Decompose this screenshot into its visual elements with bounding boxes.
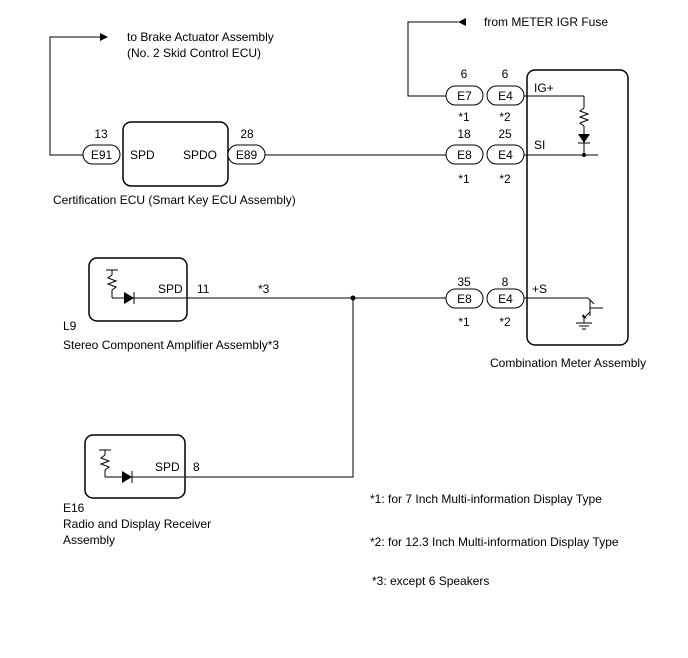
pin-e7-6: 6: [461, 67, 468, 81]
meter-igr-fuse-wire: [407, 18, 466, 97]
connector-e7: [445, 85, 484, 106]
terminal-ig-plus: IG+: [534, 81, 554, 95]
note-ref-1: *1: [458, 110, 470, 124]
connector-e7-label: E7: [457, 89, 472, 103]
brake-actuator-label: to Brake Actuator Assembly: [127, 30, 274, 44]
pin-e4-6: 6: [502, 67, 509, 81]
radio-spd-wire: [185, 298, 354, 478]
note-3: *3: except 6 Speakers: [372, 574, 489, 588]
connector-e8-si-label: E8: [457, 148, 472, 162]
cert-spd-terminal: SPD: [130, 148, 155, 162]
radio-resistor-diode: [99, 449, 184, 483]
pin-13-label: 13: [94, 127, 108, 141]
stereo-spd-terminal: SPD: [158, 282, 183, 296]
radio-code: E16: [63, 501, 85, 515]
pin-e8-18: 18: [457, 127, 471, 141]
connector-e91-label: E91: [91, 148, 113, 162]
combination-meter-box: [526, 69, 629, 346]
wire-note-3: *3: [258, 282, 270, 296]
radio-spd-terminal: SPD: [155, 460, 180, 474]
stereo-resistor-diode: [106, 269, 186, 304]
connector-e4-si-label: E4: [498, 148, 513, 162]
transistor-ground: [524, 297, 603, 330]
note-ref-1: *1: [458, 315, 470, 329]
stereo-code: L9: [63, 319, 77, 333]
skid-control-label: (No. 2 Skid Control ECU): [127, 46, 261, 60]
stereo-pin-11: 11: [197, 282, 210, 296]
cert-spdo-terminal: SPDO: [183, 148, 217, 162]
stereo-amplifier-name: Stereo Component Amplifier Assembly*3: [63, 338, 279, 352]
connector-e8-s-label: E8: [457, 292, 472, 306]
connector-e89-label: E89: [236, 148, 258, 162]
note-ref-2: *2: [499, 315, 511, 329]
note-ref-2: *2: [499, 110, 511, 124]
connector-e89: E89: [227, 144, 266, 165]
pin-e4-8: 8: [502, 275, 509, 289]
radio-receiver-name-1: Radio and Display Receiver: [63, 517, 211, 531]
connector-e4-ig-label: E4: [498, 89, 513, 103]
note-ref-1: *1: [458, 172, 470, 186]
stereo-amplifier-box: [88, 257, 188, 322]
combination-meter-name: Combination Meter Assembly: [490, 356, 646, 370]
certification-ecu-name: Certification ECU (Smart Key ECU Assembl…: [53, 193, 296, 207]
connector-e91: E91: [82, 144, 121, 165]
pin-28-label: 28: [240, 127, 254, 141]
terminal-plus-s: +S: [532, 282, 547, 296]
note-1: *1: for 7 Inch Multi-information Display…: [370, 492, 602, 506]
connector-e4-s-label: E4: [498, 292, 513, 306]
note-ref-2: *2: [499, 172, 511, 186]
radio-receiver-name-2: Assembly: [63, 533, 115, 547]
pin-e8-35: 35: [457, 275, 471, 289]
terminal-si: SI: [534, 138, 545, 152]
radio-pin-8: 8: [193, 460, 200, 474]
ig-resistor-diode: [578, 96, 590, 157]
note-2: *2: for 12.3 Inch Multi-information Disp…: [370, 535, 619, 549]
brake-actuator-wire: [49, 33, 108, 156]
radio-receiver-box: [84, 434, 186, 499]
meter-igr-fuse-label: from METER IGR Fuse: [484, 15, 608, 29]
pin-e4-25: 25: [498, 127, 512, 141]
